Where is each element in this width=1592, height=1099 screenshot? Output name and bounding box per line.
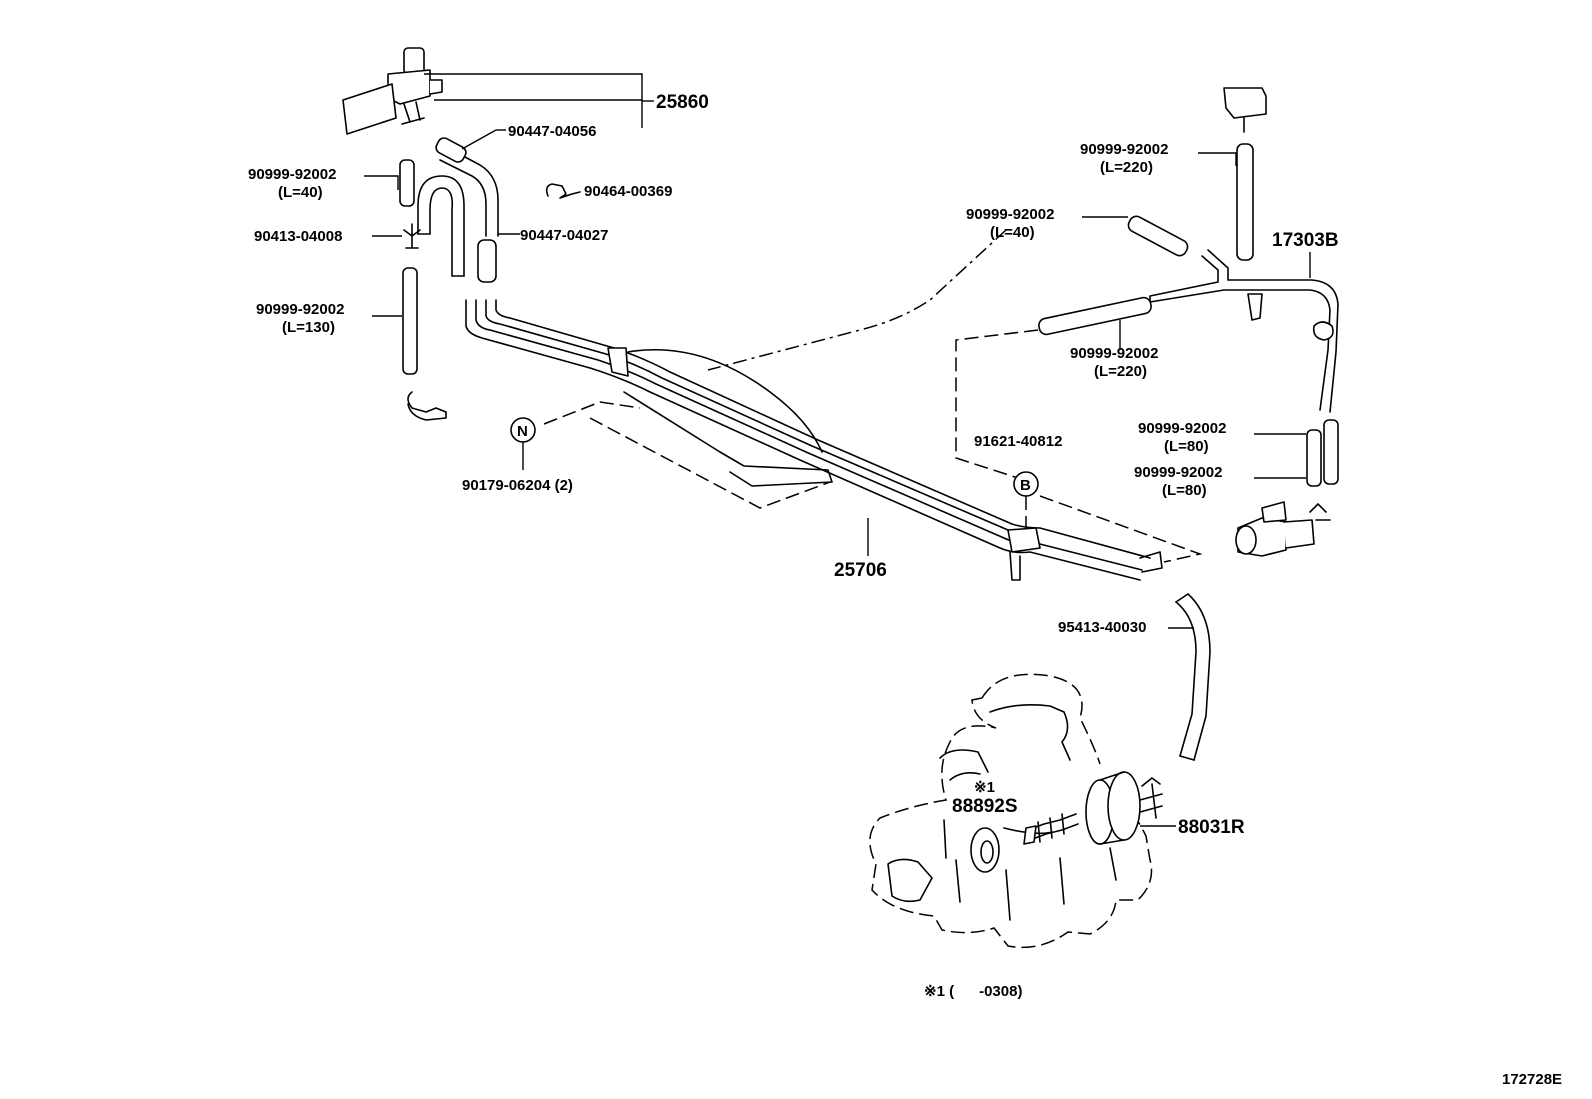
callout-90179-06204: 90179-06204 (2)	[462, 477, 573, 494]
callout-88892s: 88892S	[952, 796, 1018, 817]
callout-17303b: 17303B	[1272, 230, 1339, 251]
callout-hose-l80-b-part: 90999-92002	[1134, 464, 1222, 481]
reference-marker-b-label: B	[1020, 477, 1031, 494]
u-bend-hose	[417, 175, 465, 277]
callout-hose-l220-mid-part: 90999-92002	[1070, 345, 1158, 362]
vacuum-pipe-assembly-25706	[465, 299, 1163, 581]
callout-hose-l40-right-length: (L=40)	[990, 224, 1035, 241]
callout-90413-04008: 90413-04008	[254, 228, 342, 245]
callout-25860: 25860	[656, 92, 709, 113]
callout-90447-04027: 90447-04027	[520, 227, 608, 244]
vacuum-switching-valve-25860	[342, 47, 443, 135]
hose-90447-04056	[435, 137, 499, 237]
vacuum-valve-right	[1235, 501, 1331, 557]
callout-hose-l220-top-part: 90999-92002	[1080, 141, 1168, 158]
leader-hose-l220-top	[1198, 152, 1237, 166]
hose-l80-pair	[1306, 419, 1339, 487]
oil-seal-88892s	[970, 827, 1000, 873]
callout-hose-l80-a-length: (L=80)	[1164, 438, 1209, 455]
figure-id: 172728E	[1502, 1071, 1562, 1088]
clip-90413-04008	[403, 223, 421, 249]
hose-l40-right	[1127, 215, 1189, 257]
callout-hose-l40-left-length: (L=40)	[278, 184, 323, 201]
callout-95413-40030: 95413-40030	[1058, 619, 1146, 636]
callout-hose-l40-left-part: 90999-92002	[248, 166, 336, 183]
hose-l220-mid	[1038, 296, 1152, 336]
vacuum-actuator-88031r	[1023, 771, 1163, 845]
callout-90464-00369: 90464-00369	[584, 183, 672, 200]
dashed-ref-b-a	[955, 329, 1039, 479]
hose-l40-left	[399, 159, 415, 207]
callout-90447-04056: 90447-04056	[508, 123, 596, 140]
footnote: ※1 ( -0308)	[924, 983, 1022, 1000]
leader-90447-04056	[461, 129, 497, 150]
callout-hose-l130-length: (L=130)	[282, 319, 335, 336]
callout-hose-l80-b-length: (L=80)	[1162, 482, 1207, 499]
callout-hose-l220-top-length: (L=220)	[1100, 159, 1153, 176]
note-mark-88892s: ※1	[974, 779, 995, 796]
leader-25860-a	[424, 73, 643, 101]
reference-marker-n-label: N	[517, 423, 528, 440]
callout-91621-40812: 91621-40812	[974, 433, 1062, 450]
dashed-ref-n-b	[589, 417, 831, 509]
dashed-ref-b-b	[1039, 495, 1203, 563]
clip-90464-00369	[545, 183, 581, 199]
leader-25860-b	[434, 99, 643, 128]
hose-90447-04027	[477, 239, 497, 283]
connector-top-right	[1223, 87, 1267, 133]
callout-hose-l40-right-part: 90999-92002	[966, 206, 1054, 223]
callout-hose-l80-a-part: 90999-92002	[1138, 420, 1226, 437]
dashed-ref-n-a	[543, 401, 641, 425]
callout-hose-l130-part: 90999-92002	[256, 301, 344, 318]
hose-l220-top	[1236, 143, 1254, 261]
callout-25706: 25706	[834, 560, 887, 581]
hose-95413-40030	[1175, 593, 1211, 761]
callout-88031r: 88031R	[1178, 817, 1245, 838]
callout-hose-l220-mid-length: (L=220)	[1094, 363, 1147, 380]
hose-l130	[402, 267, 447, 421]
vacuum-pipe-17303b	[1149, 249, 1339, 413]
dashdot-ref-line	[707, 229, 1007, 371]
leader-hose-l40-left	[364, 175, 399, 190]
